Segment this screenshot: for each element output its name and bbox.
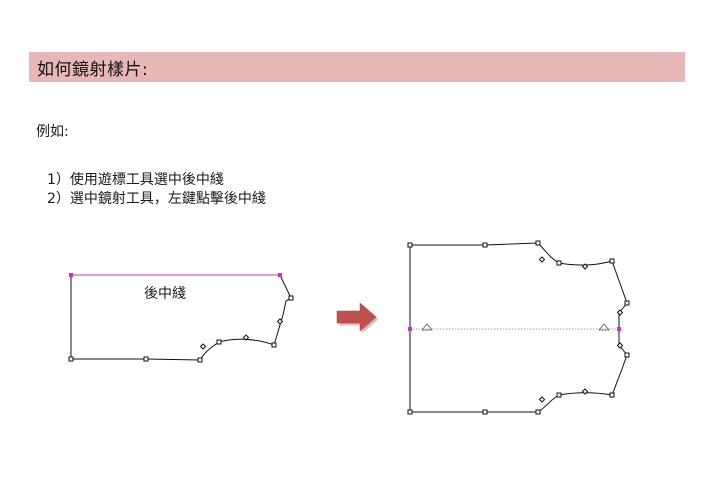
pattern-point[interactable]: [407, 409, 413, 415]
instruction-list: 1）使用遊標工具選中後中綫 2）選中鏡射工具，左鍵點擊後中綫: [47, 171, 266, 209]
pattern-point[interactable]: [271, 342, 277, 348]
axis-point-right[interactable]: [617, 327, 621, 331]
original-pattern-svg: [68, 273, 294, 363]
selected-point-left[interactable]: [69, 273, 73, 277]
axis-point-left[interactable]: [408, 327, 412, 331]
original-pattern-figure: [0, 0, 360, 400]
mirrored-pattern-outline: [409, 242, 628, 413]
section-title: 如何鏡射樣片:: [37, 59, 149, 80]
instruction-step-2: 2）選中鏡射工具，左鍵點擊後中綫: [47, 191, 266, 207]
curve-control-point[interactable]: [538, 396, 546, 403]
back-center-line-label: 後中綫: [144, 286, 186, 302]
pattern-point[interactable]: [197, 357, 203, 363]
pattern-point[interactable]: [624, 300, 630, 306]
intro-text: 例如:: [36, 124, 69, 140]
axis-marker-right: [598, 323, 610, 331]
pattern-point[interactable]: [556, 260, 562, 266]
pattern-point[interactable]: [535, 409, 541, 415]
axis-marker-left: [421, 323, 433, 331]
pattern-point[interactable]: [482, 242, 488, 248]
pattern-point[interactable]: [143, 356, 149, 362]
pattern-point[interactable]: [482, 409, 488, 415]
curve-control-point[interactable]: [616, 309, 624, 316]
curve-control-point[interactable]: [276, 318, 284, 325]
pattern-point[interactable]: [288, 295, 294, 301]
selected-point-right[interactable]: [278, 273, 282, 277]
pattern-point[interactable]: [68, 356, 74, 362]
pattern-point[interactable]: [624, 352, 630, 358]
pattern-point[interactable]: [556, 392, 562, 398]
pattern-point[interactable]: [535, 240, 541, 246]
pattern-point[interactable]: [407, 242, 413, 248]
curve-control-point[interactable]: [581, 388, 589, 395]
pattern-point[interactable]: [609, 392, 615, 398]
section-title-bar: 如何鏡射樣片:: [29, 52, 685, 82]
curve-control-point[interactable]: [581, 263, 589, 270]
curve-control-point[interactable]: [616, 342, 624, 349]
right-arrow-icon: [334, 298, 382, 342]
instruction-step-1: 1）使用遊標工具選中後中綫: [47, 172, 224, 188]
pattern-point[interactable]: [216, 339, 222, 345]
pattern-point[interactable]: [609, 258, 615, 264]
curve-control-point[interactable]: [242, 334, 250, 341]
curve-control-point[interactable]: [538, 256, 546, 263]
curve-control-point[interactable]: [199, 343, 207, 350]
